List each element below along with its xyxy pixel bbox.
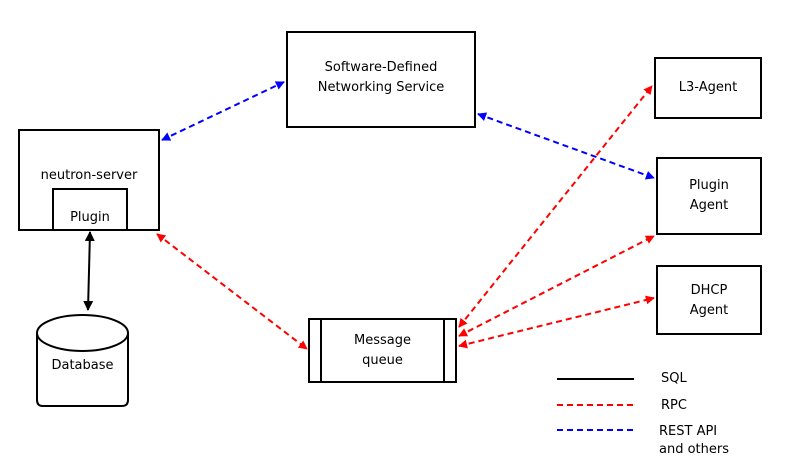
plugin-agent-label: Plugin Agent: [689, 178, 729, 213]
legend-rpc-label: RPC: [661, 398, 687, 413]
database-cylinder: [36, 314, 129, 407]
rpc-neutron-queue: [156, 233, 308, 350]
legend-sql-label: SQL: [661, 371, 687, 386]
plugin-agent-box: [656, 157, 762, 235]
sdn-service-label: Software-Defined Networking Service: [317, 60, 445, 95]
sql-connection: [83, 231, 95, 311]
plugin-label: Plugin: [70, 210, 110, 225]
message-queue-label: Message queue: [354, 333, 411, 368]
rest-neutron-sdn: [161, 81, 285, 141]
database-label: Database: [51, 358, 114, 373]
dhcp-agent-label: DHCP Agent: [689, 283, 729, 318]
sdn-service-box: [286, 31, 476, 128]
legend-rest-label: REST API and others: [659, 424, 729, 457]
message-queue-shape: [308, 318, 457, 383]
rpc-queue-plugin-agent: [458, 235, 655, 337]
l3-agent-label: L3-Agent: [678, 80, 738, 95]
plugin-box: [52, 188, 128, 231]
rpc-queue-l3-agent: [458, 85, 653, 328]
neutron-server-label: neutron-server: [40, 168, 138, 183]
dhcp-agent-box: [656, 265, 762, 335]
rpc-queue-dhcp-agent: [458, 295, 655, 349]
rest-sdn-plugin-agent: [477, 112, 655, 180]
l3-agent-box: [654, 57, 762, 119]
